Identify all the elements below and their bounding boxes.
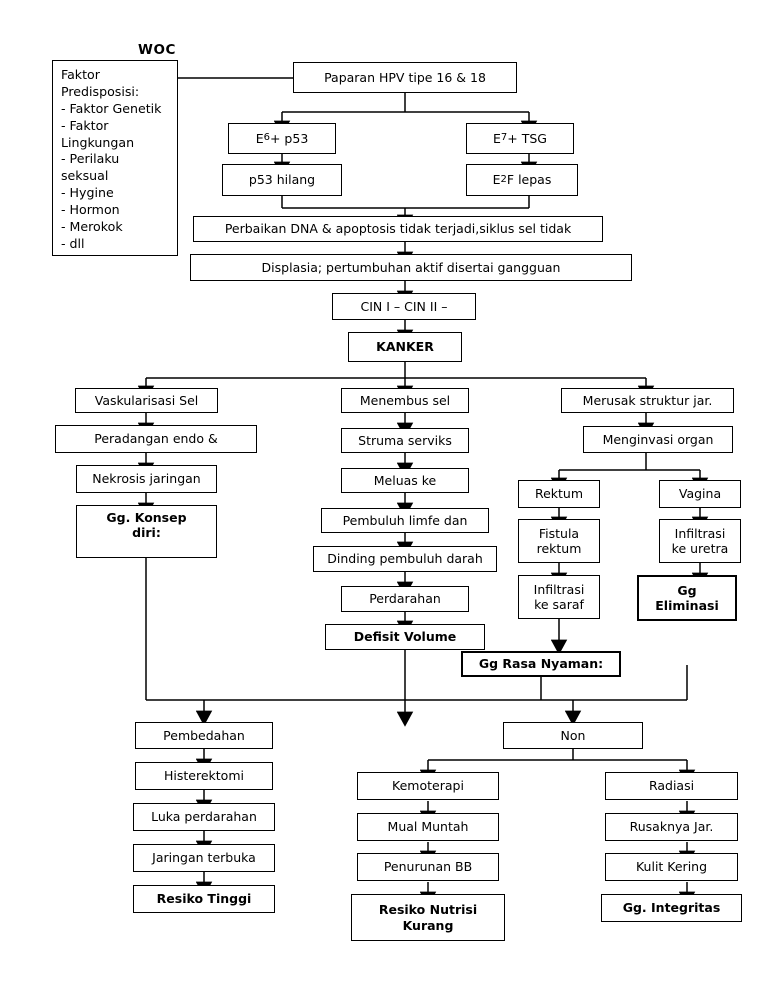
node-resiko-nutrisi-kurang[interactable]: Resiko Nutrisi Kurang bbox=[351, 894, 505, 941]
node-meluas-ke[interactable]: Meluas ke bbox=[341, 468, 469, 493]
node-gg-konsep-diri[interactable]: Gg. Konsep diri: bbox=[76, 505, 217, 558]
node-p53-hilang[interactable]: p53 hilang bbox=[222, 164, 342, 196]
node-perbaikan-dna[interactable]: Perbaikan DNA & apoptosis tidak terjadi,… bbox=[193, 216, 603, 242]
node-nekrosis-jaringan[interactable]: Nekrosis jaringan bbox=[76, 465, 217, 493]
node-defisit-volume[interactable]: Defisit Volume bbox=[325, 624, 485, 650]
node-luka-perdarahan[interactable]: Luka perdarahan bbox=[133, 803, 275, 831]
node-rektum[interactable]: Rektum bbox=[518, 480, 600, 508]
node-gg-integritas[interactable]: Gg. Integritas bbox=[601, 894, 742, 922]
diagram-title: WOC bbox=[137, 42, 177, 58]
node-penurunan-bb[interactable]: Penurunan BB bbox=[357, 853, 499, 881]
node-non[interactable]: Non bbox=[503, 722, 643, 749]
node-cin[interactable]: CIN I – CIN II – bbox=[332, 293, 476, 320]
node-resiko-tinggi[interactable]: Resiko Tinggi bbox=[133, 885, 275, 913]
node-merusak-struktur[interactable]: Merusak struktur jar. bbox=[561, 388, 734, 413]
node-rusaknya-jar[interactable]: Rusaknya Jar. bbox=[605, 813, 738, 841]
node-vaskularisasi-sel[interactable]: Vaskularisasi Sel bbox=[75, 388, 218, 413]
node-peradangan-endo[interactable]: Peradangan endo & bbox=[55, 425, 257, 453]
node-pembuluh-limfe[interactable]: Pembuluh limfe dan bbox=[321, 508, 489, 533]
node-vagina[interactable]: Vagina bbox=[659, 480, 741, 508]
node-menembus-sel[interactable]: Menembus sel bbox=[341, 388, 469, 413]
node-mual-muntah[interactable]: Mual Muntah bbox=[357, 813, 499, 841]
node-dinding-pembuluh-darah[interactable]: Dinding pembuluh darah bbox=[313, 546, 497, 572]
node-fistula-rektum[interactable]: Fistula rektum bbox=[518, 519, 600, 563]
node-menginvasi-organ[interactable]: Menginvasi organ bbox=[583, 426, 733, 453]
node-gg-eliminasi[interactable]: Gg Eliminasi bbox=[637, 575, 737, 621]
node-radiasi[interactable]: Radiasi bbox=[605, 772, 738, 800]
node-infiltrasi-uretra[interactable]: Infiltrasi ke uretra bbox=[659, 519, 741, 563]
node-struma-serviks[interactable]: Struma serviks bbox=[341, 428, 469, 453]
node-pembedahan[interactable]: Pembedahan bbox=[135, 722, 273, 749]
node-jaringan-terbuka[interactable]: Jaringan terbuka bbox=[133, 844, 275, 872]
node-displasia[interactable]: Displasia; pertumbuhan aktif disertai ga… bbox=[190, 254, 632, 281]
node-paparan-hpv[interactable]: Paparan HPV tipe 16 & 18 bbox=[293, 62, 517, 93]
node-histerektomi[interactable]: Histerektomi bbox=[135, 762, 273, 790]
node-kulit-kering[interactable]: Kulit Kering bbox=[605, 853, 738, 881]
node-faktor-predisposisi[interactable]: Faktor Predisposisi: - Faktor Genetik - … bbox=[52, 60, 178, 256]
node-kanker[interactable]: KANKER bbox=[348, 332, 462, 362]
node-kemoterapi[interactable]: Kemoterapi bbox=[357, 772, 499, 800]
node-gg-rasa-nyaman[interactable]: Gg Rasa Nyaman: bbox=[461, 651, 621, 677]
node-perdarahan[interactable]: Perdarahan bbox=[341, 586, 469, 612]
node-infiltrasi-saraf[interactable]: Infiltrasi ke saraf bbox=[518, 575, 600, 619]
